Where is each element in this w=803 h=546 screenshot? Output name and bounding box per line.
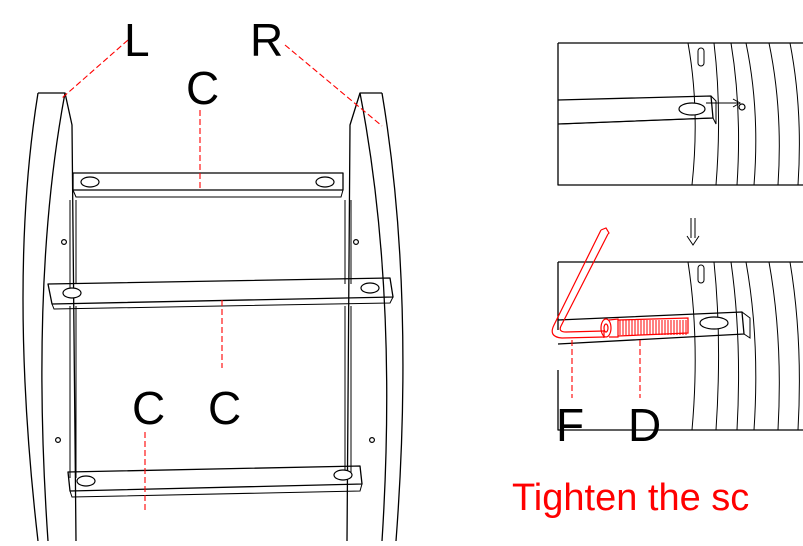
instruction-caption: Tighten the sc <box>512 477 749 519</box>
crossbar-hole <box>315 176 335 188</box>
inner-rear-rails <box>69 200 352 478</box>
label-d: D <box>628 399 661 451</box>
slot <box>697 47 705 67</box>
detail-tighten: F D <box>551 227 803 451</box>
label-l: L <box>124 14 150 66</box>
right-side-panel <box>346 92 404 542</box>
leader-line-r <box>284 44 383 127</box>
bar-end-hole <box>699 316 729 330</box>
left-side-panel <box>22 92 77 542</box>
crossbar-hole <box>62 287 82 299</box>
bolt-d <box>600 317 689 338</box>
crossbar-hole <box>76 475 96 487</box>
slot <box>697 264 705 284</box>
side-hole <box>54 437 61 444</box>
crossbar-hole <box>360 282 380 294</box>
label-c-top: C <box>186 62 219 114</box>
label-r: R <box>250 14 283 66</box>
top-crossbar <box>72 172 344 198</box>
frame-assembly: L R C C C <box>22 14 404 542</box>
side-hole <box>369 437 376 444</box>
detail-before <box>557 42 803 186</box>
bolt-head <box>600 318 612 338</box>
step-arrow-icon <box>686 218 700 246</box>
allen-key-f <box>551 227 610 339</box>
label-c-middle: C <box>208 382 241 434</box>
bolt-thread <box>619 320 687 335</box>
frame-leader-lines <box>61 39 383 512</box>
side-hole <box>60 239 67 246</box>
bottom-crossbar <box>67 465 363 498</box>
crossbar-hole <box>80 176 100 188</box>
side-hole <box>353 239 360 246</box>
bar-end-hole <box>678 102 706 116</box>
crossbar-hole <box>333 469 353 481</box>
leader-line-l <box>61 39 129 99</box>
middle-crossbar <box>47 277 394 310</box>
screw-point <box>738 103 746 111</box>
label-c-bottom: C <box>132 382 165 434</box>
label-f: F <box>556 399 584 451</box>
